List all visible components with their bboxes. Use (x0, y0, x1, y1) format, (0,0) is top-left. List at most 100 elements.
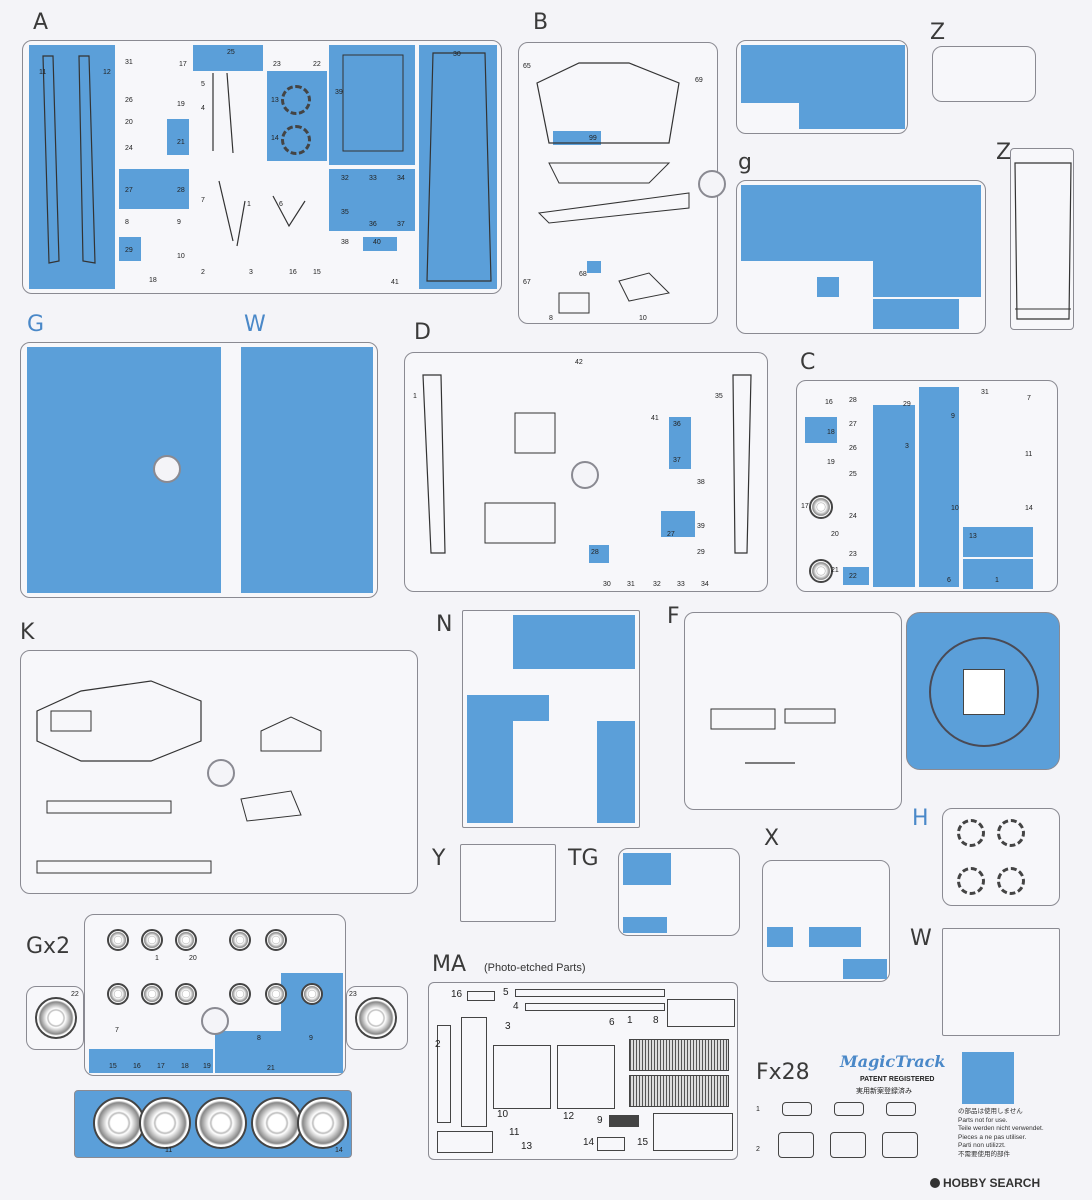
sprue-f-part-42 (963, 669, 1005, 715)
part-num-b-65: 65 (523, 63, 531, 70)
part-num-ma-9: 9 (597, 1115, 603, 1126)
sprue-n-blue-top-right (513, 615, 635, 669)
part-num-c-7: 7 (1027, 395, 1031, 402)
part-num-ma-10: 10 (497, 1109, 509, 1120)
ma-part-2 (437, 1025, 451, 1123)
part-num-a-20: 20 (125, 119, 133, 126)
sprue-label-z-large: Z (996, 140, 1012, 165)
sprue-a-part-40 (363, 237, 397, 251)
part-num-a-21: 21 (177, 139, 185, 146)
part-num-a-33: 33 (369, 175, 377, 182)
part-num-b-10: 10 (639, 315, 647, 322)
fx28-links: 1 2 (756, 1098, 936, 1164)
sprue-gx2-road-wheel-3 (195, 1097, 247, 1149)
sprue-gx2-wheel-4 (229, 929, 251, 951)
sprue-h-sprocket-2 (997, 819, 1025, 847)
part-num-a-1: 1 (247, 201, 251, 208)
ma-part-11 (437, 1131, 493, 1153)
sprue-f (684, 612, 902, 810)
part-num-ma-2: 2 (435, 1039, 441, 1050)
part-num-d-38: 38 (697, 479, 705, 486)
sprue-n-blue-mid (513, 695, 549, 721)
part-num-c-9: 9 (951, 413, 955, 420)
sprue-c-part-9 (919, 387, 959, 489)
part-num-ma-1: 1 (627, 1015, 633, 1026)
sprue-d-part-28 (589, 545, 609, 563)
sprue-gx2-wheel-7 (141, 983, 163, 1005)
note-cn: 不需要使用的部件 (958, 1150, 1010, 1158)
ma-part-panel-2 (557, 1045, 615, 1109)
part-num-a-8: 8 (125, 219, 129, 226)
sprue-c-part-22 (843, 567, 869, 585)
sprue-label-g: G (27, 312, 45, 337)
legend-swatch-not-used (962, 1052, 1014, 1104)
sprue-gx2-road-wheel-4 (251, 1097, 303, 1149)
part-num-c-28: 28 (849, 397, 857, 404)
part-num-a-30: 30 (453, 51, 461, 58)
part-num-a-35: 35 (341, 209, 349, 216)
part-num-a-6: 6 (279, 201, 283, 208)
sprue-n (462, 610, 640, 828)
sprue-b-part-68 (587, 261, 601, 273)
sprue-c-part-2 (873, 493, 915, 587)
part-num-a-24: 24 (125, 145, 133, 152)
sprue-label-b: B (533, 10, 549, 35)
sprue-a-part-29 (119, 237, 141, 261)
note-fr: Pieces a ne pas utiliser. (958, 1133, 1027, 1141)
sprue-k-drawing (36, 680, 322, 874)
sprue-b-part-99 (553, 131, 601, 145)
sprue-gx2-wheel-right: 23 (346, 986, 408, 1050)
part-num-gx2-14: 14 (335, 1147, 343, 1154)
sprue-label-f: F (667, 604, 680, 629)
sprue-gx2-wheel-1 (107, 929, 129, 951)
sprue-a-part-25 (193, 45, 263, 71)
fx28-link-2 (834, 1102, 864, 1116)
ma-part-16 (467, 991, 495, 1001)
sprue-ma: 16 5 4 3 6 1 8 2 10 11 12 9 13 14 15 (428, 982, 738, 1160)
part-num-a-4: 4 (201, 105, 205, 112)
part-num-d-28: 28 (591, 549, 599, 556)
sprue-label-tg: TG (568, 846, 599, 871)
part-num-b-69: 69 (695, 77, 703, 84)
sprue-g-lower-part-15 (817, 277, 839, 297)
sprue-w-bottom (942, 928, 1060, 1036)
legend-not-used-text: の部品は使用しません Parts not for use. Teile werd… (958, 1108, 1044, 1160)
fx28-link-6 (882, 1132, 918, 1158)
sprue-gx2-wheel-10 (265, 983, 287, 1005)
sprue-d: 1 42 35 36 37 38 39 41 27 28 29 30 31 32… (404, 352, 768, 592)
sprue-gx2-wheel-3 (175, 929, 197, 951)
part-num-ma-14: 14 (583, 1137, 595, 1148)
note-de: Teile werden nicht verwendet. (958, 1125, 1044, 1133)
part-num-a-11: 11 (39, 69, 47, 76)
sprue-a-parts-32-37 (329, 169, 415, 231)
watermark-text: HOBBY SEARCH (943, 1176, 1041, 1190)
fx28-link-3 (886, 1102, 916, 1116)
part-num-ma-13: 13 (521, 1141, 533, 1152)
part-num-d-1: 1 (413, 393, 417, 400)
sprue-gx2-road-wheels: 11 14 (74, 1090, 352, 1158)
part-num-c-19: 19 (827, 459, 835, 466)
sprue-gx2-part-23 (355, 997, 397, 1039)
part-num-a-10: 10 (177, 253, 185, 260)
part-num-gx2-9: 9 (309, 1035, 313, 1042)
sprue-gx2-blue-bottom (215, 1031, 343, 1073)
part-num-a-3: 3 (249, 269, 253, 276)
part-num-c-16: 16 (825, 399, 833, 406)
part-num-c-31: 31 (981, 389, 989, 396)
ma-part-14 (597, 1137, 625, 1151)
part-num-a-32: 32 (341, 175, 349, 182)
part-num-c-11: 11 (1025, 451, 1033, 458)
part-num-c-1: 1 (995, 577, 999, 584)
part-num-d-32: 32 (653, 581, 661, 588)
sprue-label-w-top: W (244, 312, 266, 337)
part-num-fx28-1: 1 (756, 1106, 760, 1113)
sprue-g-w-gate (153, 455, 181, 483)
sprue-gx2-road-wheel-2 (139, 1097, 191, 1149)
part-num-c-29: 29 (903, 401, 911, 408)
part-num-a-2: 2 (201, 269, 205, 276)
watermark: HOBBY SEARCH (930, 1176, 1040, 1190)
part-num-gx2-16: 16 (133, 1063, 141, 1070)
ma-part-grille-1 (629, 1039, 729, 1071)
part-num-a-40: 40 (373, 239, 381, 246)
part-num-gx2-19: 19 (203, 1063, 211, 1070)
